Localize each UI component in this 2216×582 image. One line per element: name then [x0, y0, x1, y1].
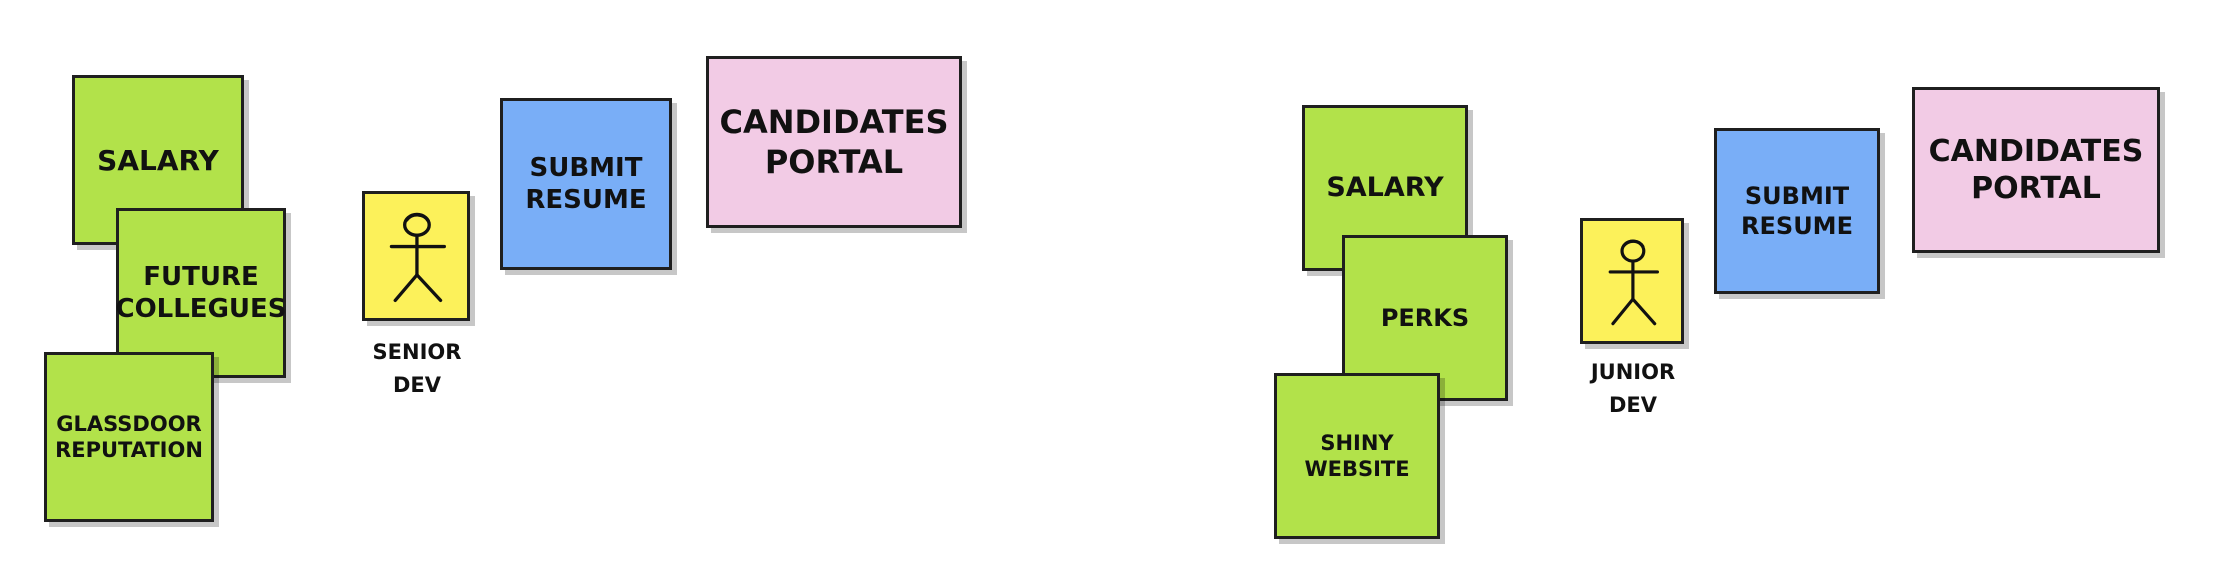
left-salary-label: SALARY — [97, 143, 219, 177]
left-glassdoor-reputation-note[interactable]: GLASSDOOR REPUTATION — [44, 352, 214, 522]
stick-figure-icon — [1608, 239, 1659, 326]
left-submit-resume-note[interactable]: SUBMIT RESUME — [500, 98, 672, 270]
right-candidates-portal-label: CANDIDATES PORTAL — [1928, 133, 2144, 207]
right-shiny-website-label: SHINY WEBSITE — [1304, 430, 1410, 481]
left-candidates-portal-label: CANDIDATES PORTAL — [719, 103, 949, 181]
left-submit-resume-label: SUBMIT RESUME — [525, 152, 647, 216]
right-salary-label: SALARY — [1326, 172, 1444, 204]
junior-dev-label: JUNIOR DEV — [1590, 360, 1676, 417]
senior-dev-actor[interactable] — [362, 191, 470, 321]
left-candidates-portal-note[interactable]: CANDIDATES PORTAL — [706, 56, 962, 228]
right-perks-label: PERKS — [1380, 304, 1470, 332]
right-shiny-website-note[interactable]: SHINY WEBSITE — [1274, 373, 1440, 539]
stick-figure-icon — [389, 212, 446, 303]
left-future-colleagues-label: FUTURE COLLEGUES — [115, 261, 287, 325]
right-submit-resume-note[interactable]: SUBMIT RESUME — [1714, 128, 1880, 294]
right-submit-resume-label: SUBMIT RESUME — [1741, 182, 1853, 240]
senior-dev-label: SENIOR DEV — [372, 340, 462, 397]
left-glassdoor-reputation-label: GLASSDOOR REPUTATION — [55, 411, 203, 462]
right-candidates-portal-note[interactable]: CANDIDATES PORTAL — [1912, 87, 2160, 253]
junior-dev-actor[interactable] — [1580, 218, 1684, 344]
